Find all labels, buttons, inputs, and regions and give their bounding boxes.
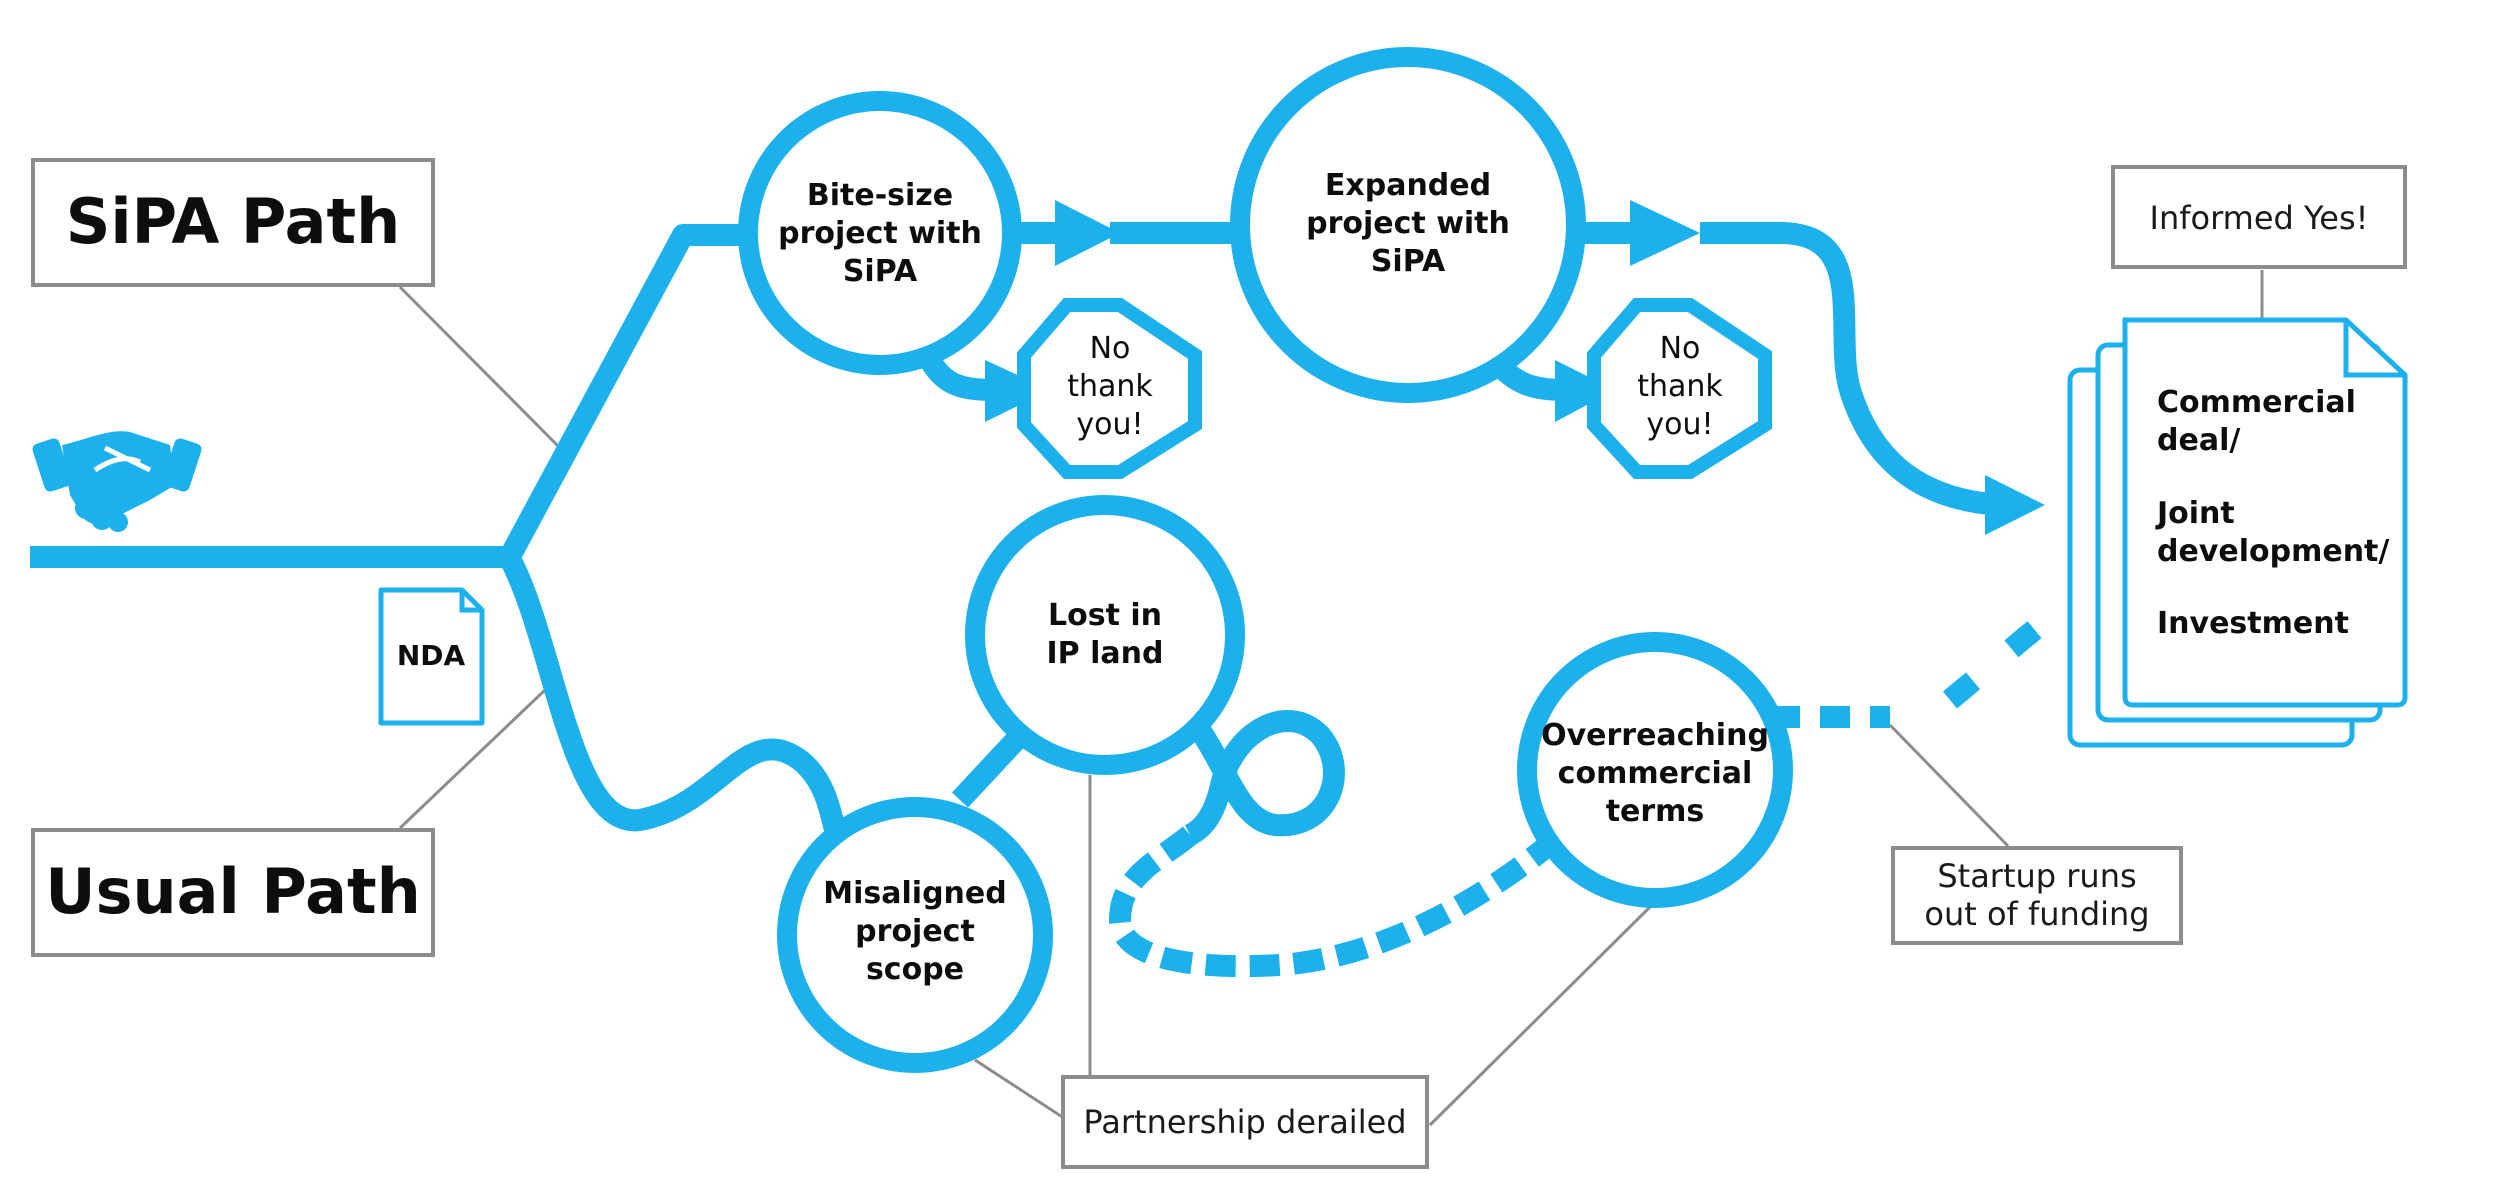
sipa-path-box [31,158,435,287]
step-overreaching: Overreaching commercial terms [1517,632,1793,908]
partnership-derailed-callout: Partnership derailed [1061,1075,1429,1169]
loop-line [1184,710,1345,845]
sipa-path-title: SiPA Path [66,185,401,258]
misaligned-line-3: scope [866,952,964,987]
informed-yes-callout: Informed Yes! [2111,165,2407,269]
partnership-derailed-label: Partnership derailed [1083,1103,1406,1141]
bite-size-line-3: SiPA [843,254,918,289]
overreaching-circle [1517,632,1793,908]
arrow-expanded-decline [1555,360,1615,422]
misaligned-line-1: Misaligned [823,876,1006,911]
decline-1-line-3: you! [1076,407,1143,442]
usual-path-connector [398,688,547,830]
usual-path-label: Usual Path [31,828,435,957]
bite-size-line-2: project with [778,216,982,251]
startup-funding-line-2: out of funding [1924,895,2149,933]
decline-2-line-2: thank [1637,369,1723,404]
expanded-to-outcome-line [1700,222,2011,516]
document-icon [378,587,485,726]
partnership-derailed-box [1061,1075,1429,1169]
decline-expanded: No thank you! [1587,298,1772,479]
outcome-line-3: Joint [2155,496,2235,531]
step-misaligned: Misaligned project scope [777,797,1053,1073]
lost-ip-line-1: Lost in [1048,598,1162,633]
usual-path-title: Usual Path [45,855,420,928]
dashed-outcome-line [1942,616,2048,709]
arrow-from-expanded [1630,200,1700,266]
informed-yes-label: Informed Yes! [2150,199,2369,237]
derailed-connector-misaligned [974,1058,1071,1124]
expanded-circle [1230,47,1586,403]
arrowheads [985,200,2045,535]
decline-1-line-2: thank [1067,369,1153,404]
stop-sign-icon [1587,298,1772,479]
usual-branch-line [498,549,846,833]
expanded-line-1: Expanded [1325,168,1491,203]
lost-ip-circle [965,495,1245,775]
informed-yes-box [2111,165,2407,269]
overreaching-line-2: commercial [1558,756,1753,791]
startup-funding-callout: Startup runs out of funding [1891,846,2183,945]
overreaching-line-1: Overreaching [1541,718,1769,753]
sipa-branch-line [498,224,752,566]
misaligned-line-2: project [855,914,975,949]
expanded-line-3: SiPA [1371,244,1446,279]
bite-size-line-1: Bite-size [807,178,953,213]
decline-2-line-3: you! [1646,407,1713,442]
sipa-path-connector [398,285,562,450]
decline-2-line-1: No [1660,331,1701,366]
startup-funding-box [1891,846,2183,945]
misaligned-circle [777,797,1053,1073]
outcome-line-2: deal/ [2157,423,2240,458]
step-expanded: Expanded project with SiPA [1230,47,1586,403]
outcome-line-5: Investment [2157,606,2349,641]
nda-document: NDA [378,587,485,726]
expanded-line-2: project with [1306,206,1510,241]
connector-lines [398,270,2264,1127]
handshake-icon [32,431,202,532]
outcome-doc-front [2122,317,2408,708]
dashed-loop-line [1109,826,1552,978]
step-bite-size: Bite-size project with SiPA [738,91,1022,375]
stop-sign-icon [1017,298,1202,479]
overreaching-line-3: terms [1606,794,1705,829]
arrow-to-expanded [1055,200,1120,266]
usual-path-box [31,828,435,957]
arrow-to-outcome [1985,475,2045,535]
nda-label: NDA [397,639,466,672]
outcome-line-4: development/ [2157,534,2389,569]
startup-funding-line-1: Startup runs [1937,857,2136,895]
outcome-documents: Commercial deal/ Joint development/ Inve… [2067,317,2408,748]
startup-funding-connector [1888,723,2010,848]
step-lost-ip: Lost in IP land [965,495,1245,775]
decline-bite-size: No thank you! [1017,298,1202,479]
bite-size-circle [738,91,1022,375]
decline-1-line-1: No [1090,331,1131,366]
outcome-line-1: Commercial [2157,385,2356,420]
sipa-path-label: SiPA Path [31,158,435,287]
derailed-connector-overreaching [1428,903,1654,1127]
lost-ip-line-2: IP land [1047,636,1164,671]
